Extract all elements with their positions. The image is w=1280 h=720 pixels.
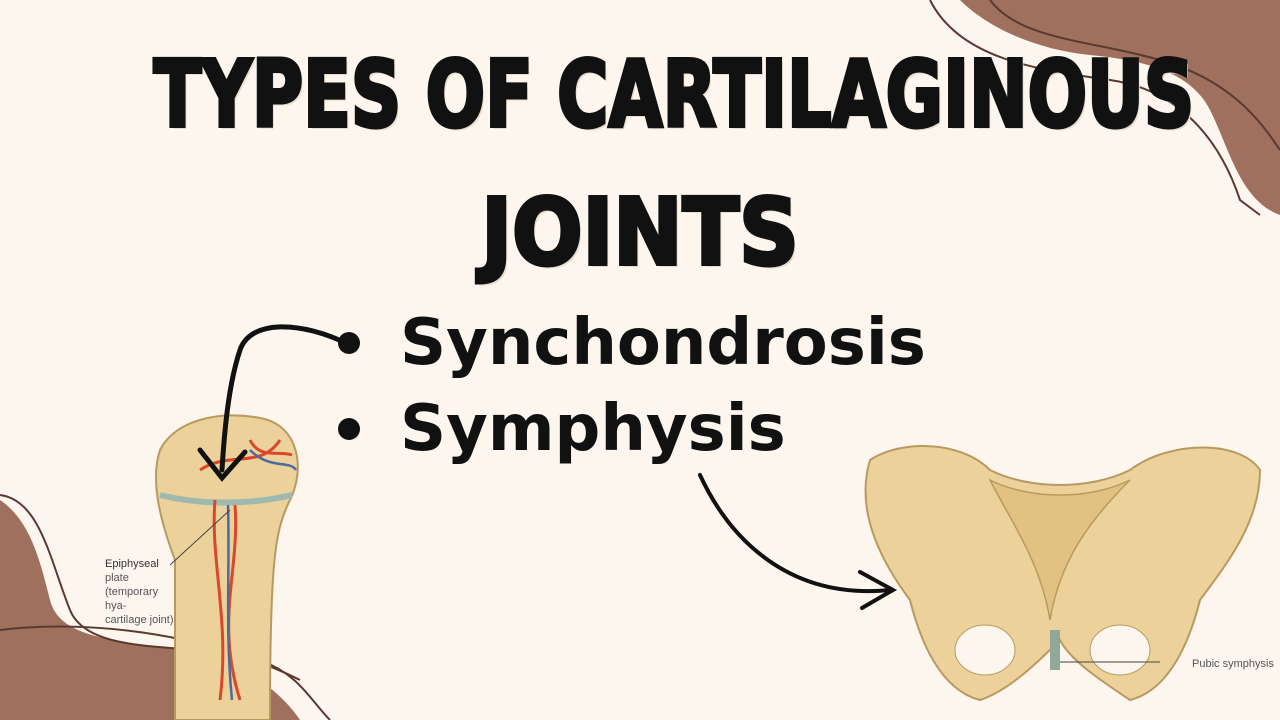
corner-line-top-right [929,0,1261,216]
arrow-to-pelvis [698,473,898,610]
bullet-item-symphysis: Symphysis [330,386,926,472]
title-line-2: Joints [479,177,800,288]
bullet-icon [338,418,360,440]
bullet-item-synchondrosis: Synchondrosis [330,300,926,386]
label-line: cartilage joint) [105,614,174,626]
corner-blob-top-right [960,0,1280,215]
label-line: (temporary [105,586,159,598]
long-bone-illustration [154,414,299,720]
bullet-icon [338,332,360,354]
bullet-list: Synchondrosis Symphysis [330,300,926,472]
bullet-label: Symphysis [400,392,786,466]
epiphyseal-plate-label: Epiphyseal plate (temporary hya- cartila… [105,557,173,627]
label-line: hya- [105,600,127,612]
bullet-label: Synchondrosis [400,306,926,380]
pubic-symphysis-label: Pubic symphysis [1192,658,1274,670]
arrow-to-bone [197,324,353,482]
pelvis-illustration [864,445,1262,702]
title-line-1: Types of Cartilaginous [152,39,1196,150]
label-line: plate [105,572,129,584]
label-line: Epiphyseal [105,558,159,570]
